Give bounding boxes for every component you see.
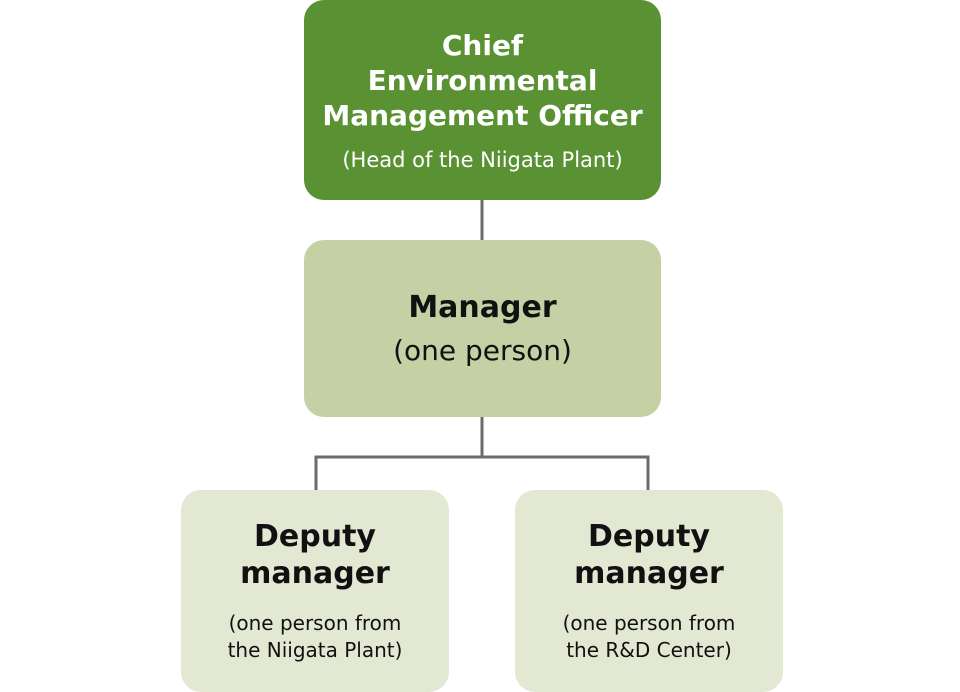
node-deputy-niigata-subtitle: (one person from the Niigata Plant) bbox=[227, 611, 403, 662]
node-manager-subtitle: (one person) bbox=[393, 333, 572, 367]
node-chief-title: Chief Environmental Management Officer bbox=[322, 28, 643, 132]
node-deputy-manager-niigata: Deputy manager (one person from the Niig… bbox=[181, 490, 449, 692]
node-deputy-manager-rd-center: Deputy manager (one person from the R&D … bbox=[515, 490, 783, 692]
node-deputy-niigata-title: Deputy manager bbox=[240, 519, 390, 591]
node-deputy-rd-title: Deputy manager bbox=[574, 519, 724, 591]
node-deputy-rd-subtitle: (one person from the R&D Center) bbox=[562, 611, 736, 662]
node-chief-environmental-management-officer: Chief Environmental Management Officer (… bbox=[304, 0, 661, 200]
node-manager: Manager (one person) bbox=[304, 240, 661, 417]
node-manager-title: Manager bbox=[408, 289, 557, 325]
node-chief-subtitle: (Head of the Niigata Plant) bbox=[342, 147, 623, 172]
